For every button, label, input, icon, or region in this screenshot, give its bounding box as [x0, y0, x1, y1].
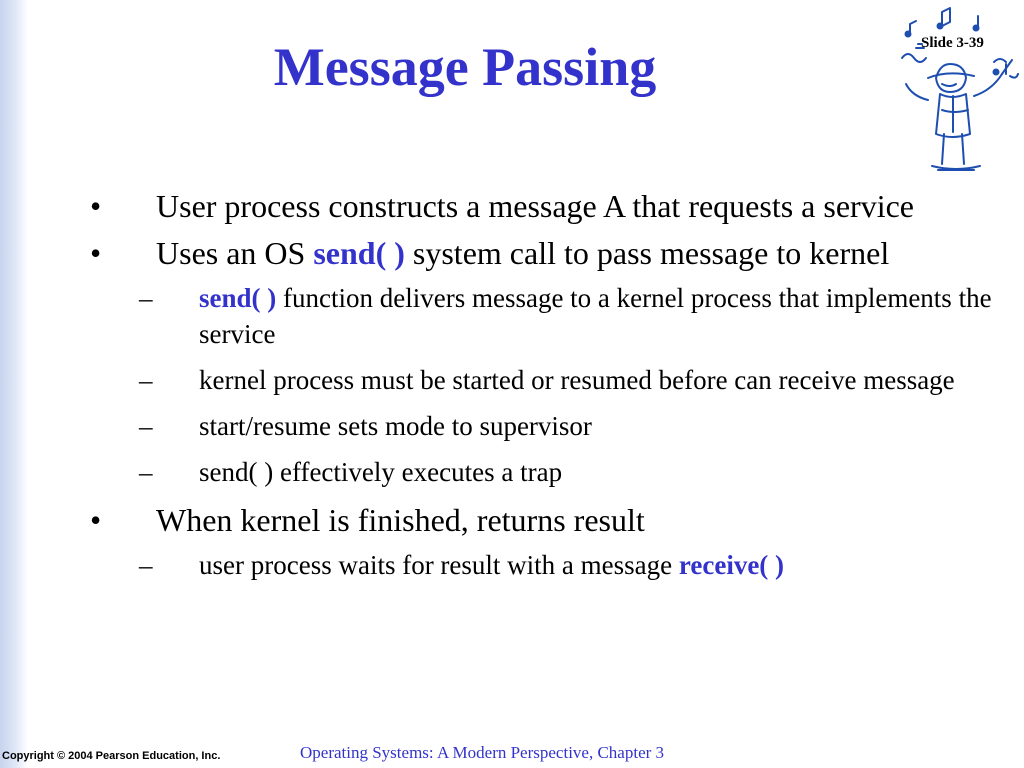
- slide-number: Slide 3-39: [921, 35, 984, 51]
- list-item: • User process constructs a message A th…: [0, 186, 1024, 227]
- sub-bullet-marker: –: [139, 411, 153, 441]
- bullet-marker: •: [90, 188, 102, 224]
- list-item: – send( ) effectively executes a trap: [0, 454, 1024, 490]
- list-item: – user process waits for result with a m…: [0, 547, 1024, 583]
- bullet-marker: •: [90, 502, 102, 538]
- list-item: – send( ) function delivers message to a…: [0, 280, 1024, 352]
- bullet-text: When kernel is finished, returns result: [156, 502, 645, 538]
- bullet-text: system call to pass message to kernel: [404, 235, 890, 271]
- list-item: – kernel process must be started or resu…: [0, 362, 1024, 398]
- bullet-text: function delivers message to a kernel pr…: [199, 283, 992, 349]
- musician-clipart-icon: [901, 7, 1019, 171]
- list-item: • Uses an OS send( ) system call to pass…: [0, 233, 1024, 274]
- bullet-text: Uses an OS: [156, 235, 314, 271]
- bullet-text: send( ) effectively executes a trap: [199, 457, 563, 487]
- bullet-text: kernel process must be started or resume…: [199, 365, 955, 395]
- sub-bullet-marker: –: [139, 457, 153, 487]
- bullet-list: • User process constructs a message A th…: [0, 186, 1024, 593]
- list-item: • When kernel is finished, returns resul…: [0, 500, 1024, 541]
- sub-bullet-marker: –: [139, 550, 153, 580]
- bullet-text: User process constructs a message A that…: [156, 188, 914, 224]
- bullet-text: user process waits for result with a mes…: [199, 550, 679, 580]
- bullet-marker: •: [90, 235, 102, 271]
- copyright-notice: Copyright © 2004 Pearson Education, Inc.: [2, 750, 221, 762]
- sub-bullet-marker: –: [139, 365, 153, 395]
- list-item: – start/resume sets mode to supervisor: [0, 408, 1024, 444]
- side-band: [0, 0, 28, 768]
- bullet-highlight: send( ): [313, 235, 405, 271]
- bullet-text: start/resume sets mode to supervisor: [199, 411, 592, 441]
- bullet-highlight: receive( ): [678, 550, 785, 580]
- slide-title: Message Passing: [273, 37, 657, 97]
- bullet-highlight: send( ): [199, 283, 277, 313]
- sub-bullet-marker: –: [139, 283, 153, 313]
- footer-text: Operating Systems: A Modern Perspective,…: [300, 743, 665, 762]
